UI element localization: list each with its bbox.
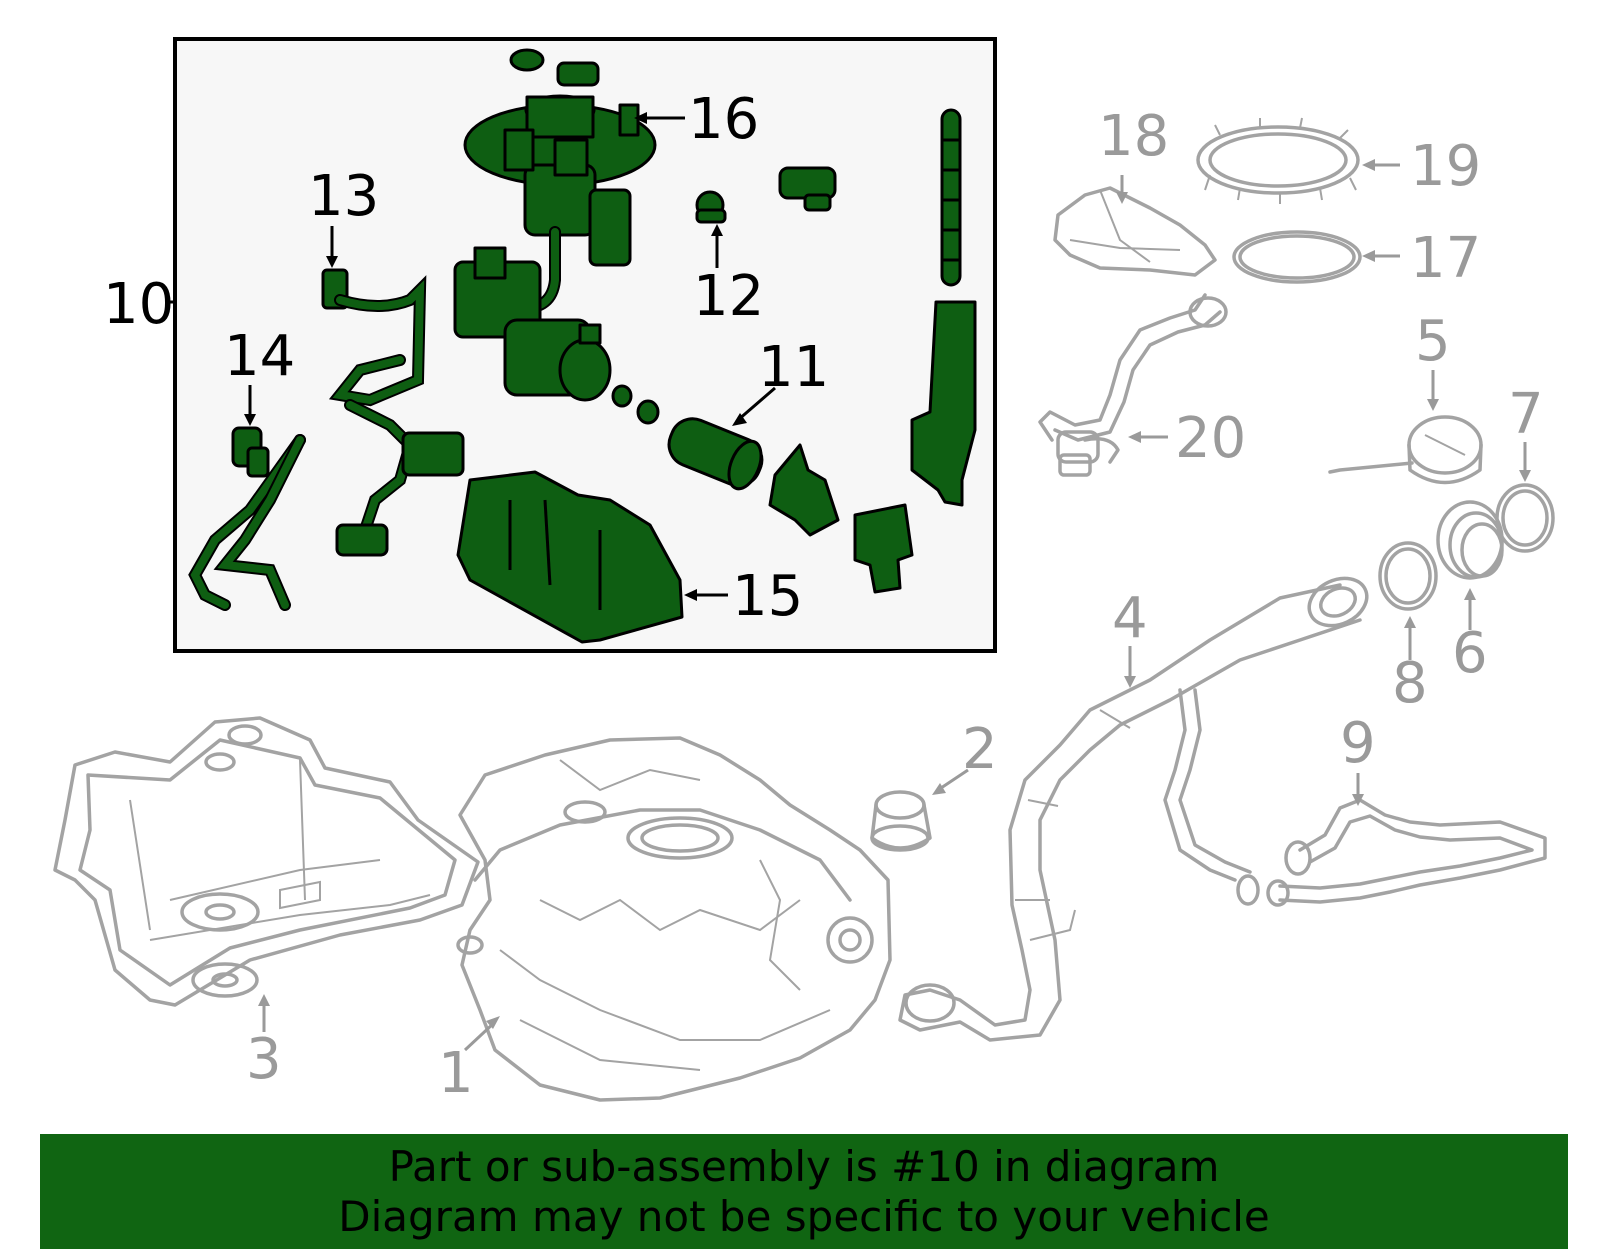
callout-20: 20 bbox=[1175, 406, 1246, 471]
arrow-6 bbox=[1464, 588, 1476, 600]
part-pump-bracket[interactable] bbox=[453, 246, 612, 402]
arrow-3 bbox=[258, 994, 270, 1006]
part-9-vent-hose[interactable] bbox=[1266, 798, 1547, 907]
part-sensor-connector[interactable] bbox=[853, 503, 914, 594]
callout-4: 4 bbox=[1112, 586, 1148, 651]
part-18-shield[interactable] bbox=[1053, 186, 1217, 277]
part-8-seal-inner bbox=[1384, 547, 1432, 605]
banner-line-1: Part or sub-assembly is #10 in diagram bbox=[388, 1141, 1220, 1191]
callout-13: 13 bbox=[308, 164, 379, 229]
part-3-skid-plate[interactable] bbox=[53, 716, 480, 1007]
callout-15: 15 bbox=[732, 564, 803, 629]
part-16-caps[interactable] bbox=[509, 48, 600, 87]
arrow-7 bbox=[1519, 470, 1531, 482]
part-6-housing[interactable] bbox=[1436, 500, 1504, 580]
arrow-15 bbox=[684, 589, 697, 601]
part-19-lock-ring[interactable] bbox=[1196, 117, 1360, 204]
arrow-20 bbox=[1128, 431, 1141, 443]
leader-2 bbox=[937, 768, 969, 792]
part-1-fuel-tank[interactable] bbox=[456, 736, 892, 1102]
callout-9: 9 bbox=[1340, 711, 1376, 776]
part-15-reservoir[interactable] bbox=[456, 470, 684, 644]
part-2-grommet[interactable] bbox=[870, 790, 932, 852]
arrow-4 bbox=[1124, 676, 1136, 688]
callout-6: 6 bbox=[1452, 621, 1488, 686]
callout-14: 14 bbox=[224, 324, 295, 389]
callout-1: 1 bbox=[438, 1041, 474, 1106]
part-11-fuel-pump[interactable] bbox=[662, 412, 768, 493]
callout-5: 5 bbox=[1415, 309, 1451, 374]
arrow-16 bbox=[634, 112, 647, 124]
part-small-connector[interactable] bbox=[778, 166, 837, 212]
arrow-17 bbox=[1362, 250, 1375, 262]
arrow-9 bbox=[1352, 794, 1364, 806]
arrow-8 bbox=[1404, 616, 1416, 628]
callout-17: 17 bbox=[1410, 226, 1481, 291]
arrow-13 bbox=[326, 256, 338, 268]
arrow-12 bbox=[711, 224, 723, 236]
part-17-o-ring-inner bbox=[1238, 234, 1356, 280]
arrow-18 bbox=[1116, 192, 1128, 204]
callout-8: 8 bbox=[1392, 651, 1428, 716]
arrow-2 bbox=[932, 783, 946, 795]
part-7-seal[interactable] bbox=[1495, 483, 1555, 553]
arrow-5 bbox=[1427, 399, 1439, 411]
notice-banner: Part or sub-assembly is #10 in diagram D… bbox=[40, 1134, 1568, 1249]
part-8-seal[interactable] bbox=[1378, 541, 1438, 611]
callout-12: 12 bbox=[693, 264, 764, 329]
arrow-1 bbox=[486, 1016, 500, 1029]
part-4-filler-pipe[interactable] bbox=[898, 569, 1374, 1042]
arrow-11 bbox=[732, 413, 747, 426]
part-17-o-ring[interactable] bbox=[1232, 230, 1362, 284]
leader-1 bbox=[463, 1020, 497, 1052]
callout-2: 2 bbox=[962, 717, 998, 782]
part-pump-clip[interactable] bbox=[768, 443, 840, 537]
arrow-19 bbox=[1362, 159, 1375, 171]
part-5-fuel-cap[interactable] bbox=[1328, 415, 1483, 485]
part-7-seal-inner bbox=[1501, 489, 1549, 547]
callout-19: 19 bbox=[1410, 134, 1481, 199]
arrow-14 bbox=[244, 414, 256, 426]
callout-11: 11 bbox=[758, 335, 829, 400]
part-16-pump-flange[interactable] bbox=[463, 94, 657, 267]
callout-7: 7 bbox=[1508, 382, 1544, 447]
part-level-sender[interactable] bbox=[910, 108, 977, 507]
part-filter-beads bbox=[611, 384, 660, 425]
part-12-clip[interactable] bbox=[695, 190, 727, 224]
part-13-harness[interactable] bbox=[321, 268, 465, 557]
banner-line-2: Diagram may not be specific to your vehi… bbox=[338, 1191, 1270, 1241]
callout-10: 10 bbox=[103, 272, 174, 337]
part-14-harness[interactable] bbox=[188, 426, 306, 611]
callout-18: 18 bbox=[1098, 104, 1169, 169]
leader-11 bbox=[737, 386, 776, 422]
part-20-vapor-hose[interactable] bbox=[1038, 293, 1228, 477]
callout-16: 16 bbox=[688, 87, 759, 152]
callout-3: 3 bbox=[246, 1027, 282, 1092]
